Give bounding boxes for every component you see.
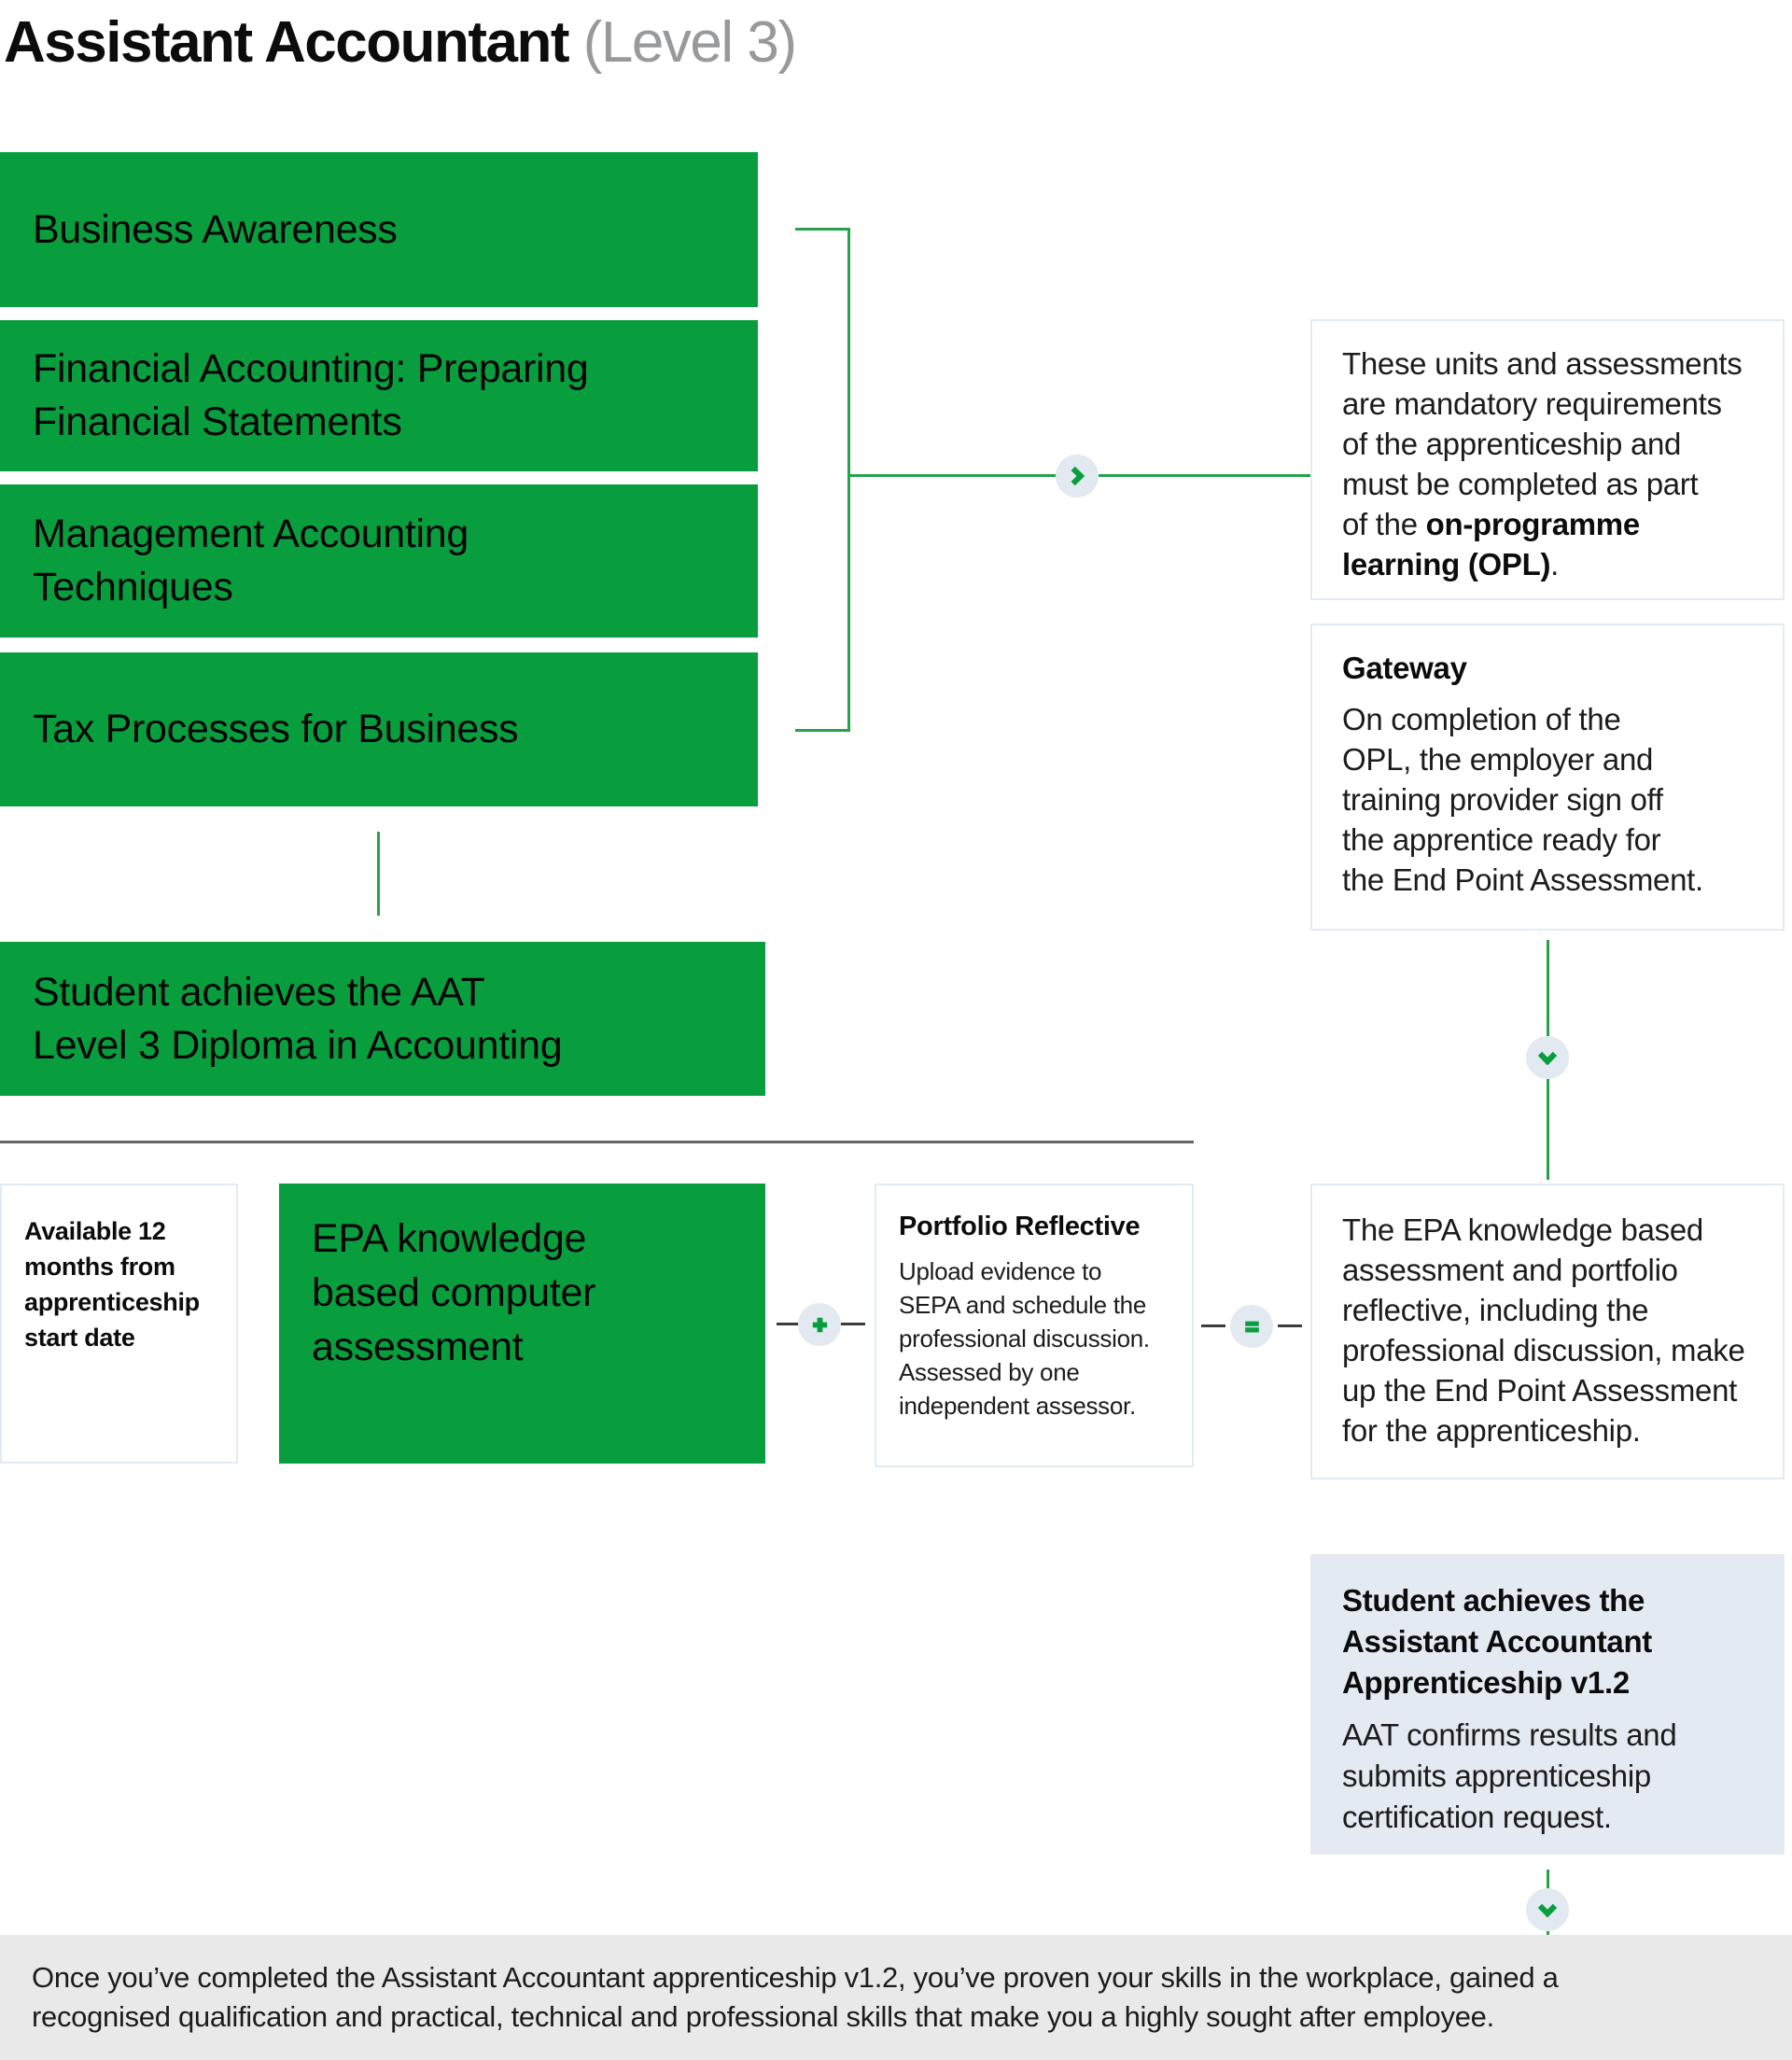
plus-dash-right [841, 1323, 865, 1325]
equals-dash-right [1278, 1324, 1302, 1327]
availability-line: Available 12 [24, 1217, 166, 1245]
unit-box-financial-accounting: Financial Accounting: Preparing Financia… [0, 320, 758, 471]
achievement-title-line: Assistant Accountant [1342, 1624, 1652, 1659]
note-bold-text: on-programme [1425, 507, 1641, 541]
epa-summary-line: professional discussion, make [1342, 1333, 1745, 1367]
gateway-line: On completion of the [1342, 702, 1621, 736]
gateway-title: Gateway [1342, 651, 1467, 685]
gateway-line: training provider sign off [1342, 782, 1663, 817]
epa-summary-line: assessment and portfolio [1342, 1253, 1678, 1287]
epa-summary-line: reflective, including the [1342, 1293, 1649, 1327]
gateway-box: Gateway On completion of the OPL, the em… [1310, 624, 1785, 931]
chevron-down-badge-final [1526, 1888, 1569, 1931]
diploma-label: Level 3 Diploma in Accounting [33, 1022, 563, 1068]
portfolio-line: Assessed by one [899, 1358, 1080, 1386]
achievement-line: certification request. [1342, 1800, 1612, 1834]
unit-box-management-accounting: Management Accounting Techniques [0, 484, 758, 638]
unit-label: Tax Processes for Business [33, 707, 519, 751]
portfolio-line: Upload evidence to [899, 1257, 1102, 1285]
note-line: learning (OPL). [1342, 544, 1783, 584]
epa-knowledge-box: EPA knowledge based computer assessment [279, 1184, 765, 1464]
unit-box-business-awareness: Business Awareness [0, 152, 758, 307]
unit-label: Financial Accounting: Preparing [33, 346, 589, 391]
chevron-right-icon [1071, 466, 1085, 486]
chevron-down-icon [1537, 1051, 1558, 1066]
page-title: Assistant Accountant (Level 3) [4, 9, 797, 76]
achievement-title-line: Student achieves the [1342, 1583, 1645, 1618]
bracket-top-tick [795, 228, 849, 231]
chevron-down-icon [1537, 1903, 1558, 1918]
bracket-vertical-line [847, 228, 850, 732]
page-title-level: (Level 3) [568, 10, 797, 75]
equals-dash-left [1201, 1324, 1225, 1327]
note-text: of the [1342, 507, 1426, 541]
unit-box-tax-processes: Tax Processes for Business [0, 652, 758, 806]
equals-icon [1244, 1321, 1259, 1332]
note-line: of the on-programme [1342, 504, 1783, 544]
portfolio-line: professional discussion. [899, 1324, 1150, 1352]
portfolio-line: independent assessor. [899, 1392, 1136, 1420]
equals-badge [1230, 1305, 1273, 1348]
gateway-line: the apprentice ready for [1342, 822, 1661, 857]
unit-label: Business Awareness [33, 206, 398, 252]
plus-icon [812, 1317, 827, 1332]
epa-knowledge-label: EPA knowledge [312, 1216, 587, 1261]
connector-achievement-down-upper [1547, 1870, 1549, 1888]
connector-gateway-down-lower [1547, 1079, 1549, 1180]
chevron-down-badge-gateway [1526, 1036, 1569, 1079]
note-text: . [1550, 547, 1560, 582]
achievement-box: Student achieves the Assistant Accountan… [1310, 1554, 1785, 1855]
connector-achievement-down-lower [1547, 1931, 1549, 1936]
chevron-right-badge [1056, 455, 1099, 497]
unit-label: Management Accounting [33, 511, 469, 556]
connector-units-to-diploma [377, 832, 380, 916]
connector-gateway-down-upper [1547, 940, 1549, 1036]
page-title-main: Assistant Accountant [4, 10, 570, 75]
mandatory-note-box: These units and assessments are mandator… [1310, 319, 1785, 600]
note-line: These units and assessments [1342, 346, 1743, 381]
note-line: of the apprenticeship and [1342, 427, 1682, 461]
portfolio-box: Portfolio Reflective Upload evidence to … [875, 1184, 1194, 1467]
epa-summary-line: up the End Point Assessment [1342, 1373, 1737, 1408]
footer-line: recognised qualification and practical, … [32, 2000, 1494, 2033]
gateway-line: OPL, the employer and [1342, 742, 1654, 777]
epa-summary-line: for the apprenticeship. [1342, 1413, 1641, 1448]
epa-knowledge-label: assessment [312, 1324, 524, 1369]
availability-line: months from [24, 1253, 175, 1281]
portfolio-line: SEPA and schedule the [899, 1291, 1146, 1319]
section-divider [0, 1141, 1194, 1143]
note-line: are mandatory requirements [1342, 386, 1722, 421]
portfolio-title: Portfolio Reflective [899, 1212, 1141, 1241]
diploma-label: Student achieves the AAT [33, 969, 485, 1015]
achievement-line: submits apprenticeship [1342, 1759, 1651, 1793]
unit-label: Techniques [33, 565, 233, 610]
availability-box: Available 12 months from apprenticeship … [0, 1184, 238, 1464]
note-bold-text: learning (OPL) [1342, 547, 1551, 582]
unit-label: Financial Statements [33, 399, 402, 444]
completion-summary-band: Once you’ve completed the Assistant Acco… [0, 1935, 1792, 2060]
epa-summary-box: The EPA knowledge based assessment and p… [1310, 1184, 1785, 1479]
achievement-line: AAT confirms results and [1342, 1717, 1677, 1752]
epa-knowledge-label: based computer [312, 1270, 596, 1315]
diploma-box: Student achieves the AAT Level 3 Diploma… [0, 942, 765, 1096]
plus-dash-left [777, 1323, 799, 1325]
gateway-line: the End Point Assessment. [1342, 862, 1703, 897]
bracket-bottom-tick [795, 729, 849, 732]
achievement-title-line: Apprenticeship v1.2 [1342, 1665, 1630, 1700]
footer-line: Once you’ve completed the Assistant Acco… [32, 1961, 1559, 1994]
availability-line: apprenticeship [24, 1288, 200, 1316]
note-line: must be completed as part [1342, 467, 1699, 501]
epa-summary-line: The EPA knowledge based [1342, 1212, 1703, 1247]
plus-badge [798, 1303, 841, 1346]
availability-line: start date [24, 1324, 135, 1352]
